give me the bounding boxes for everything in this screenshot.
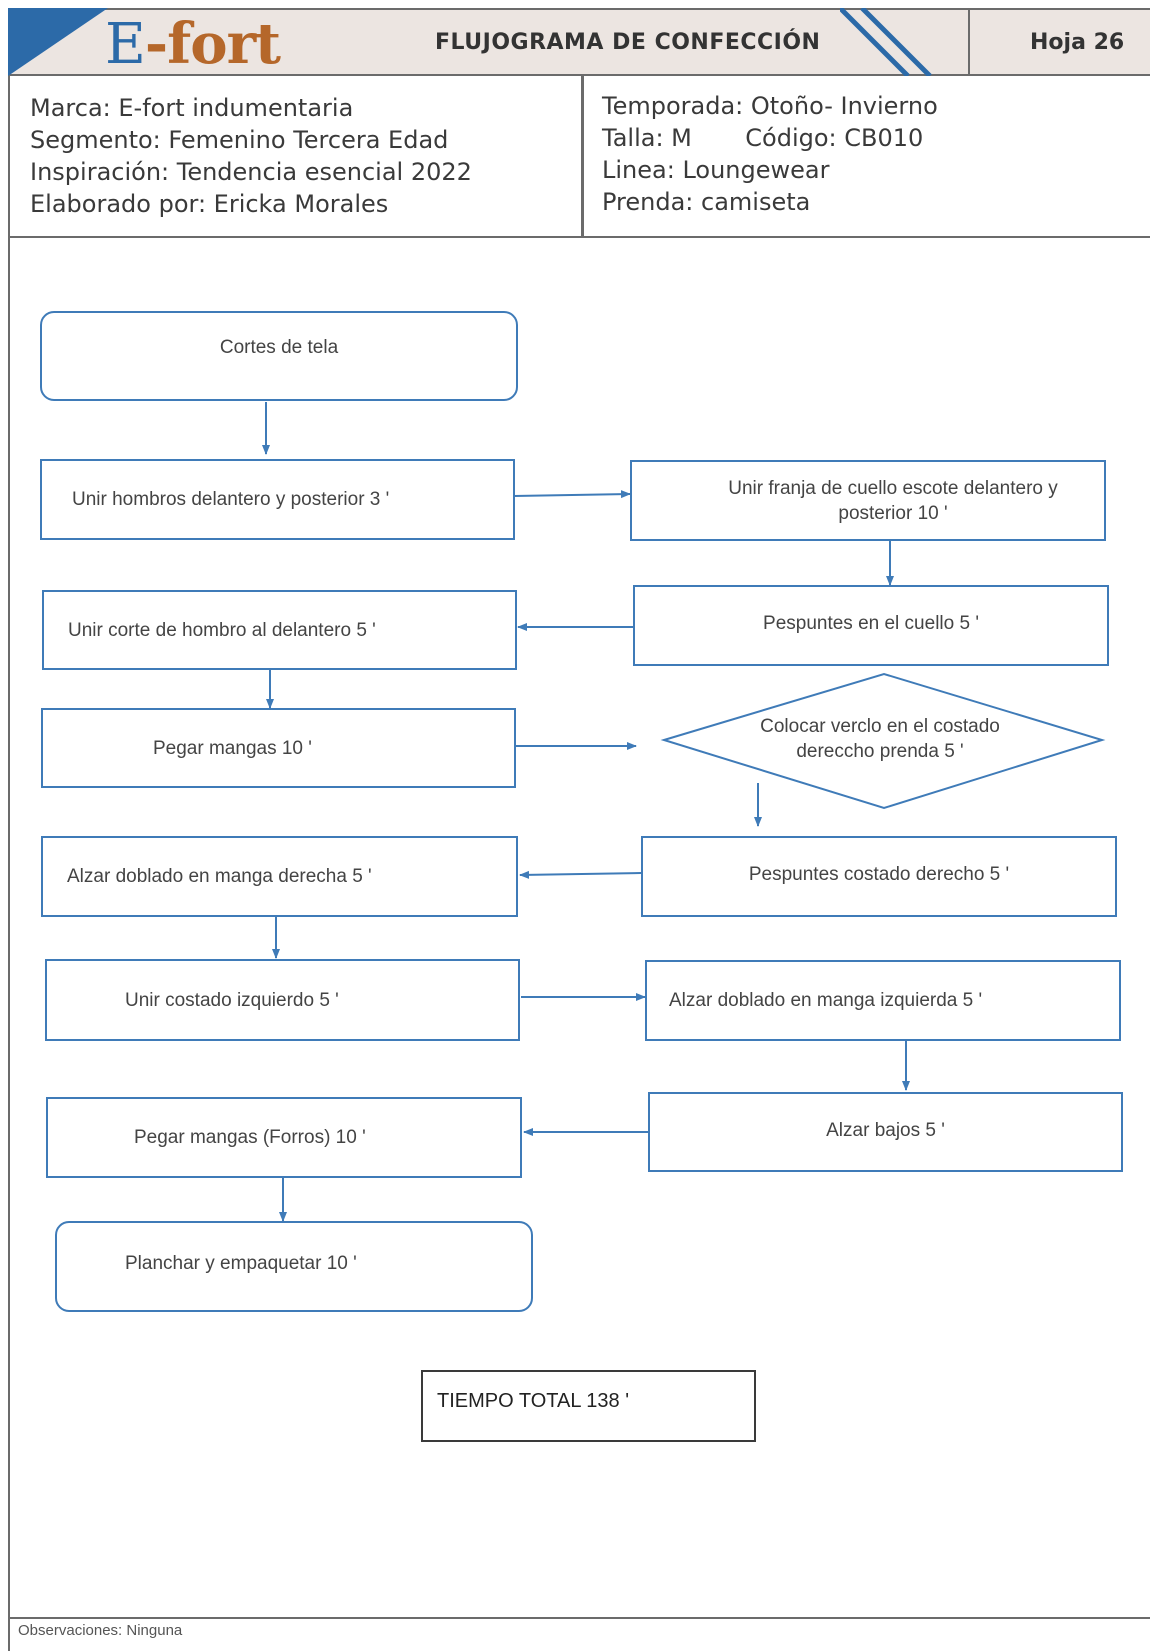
- flow-step-colocar-verclo: Colocar verclo en el costado dereccho pr…: [760, 716, 1000, 762]
- flow-step-unir-hombros: Unir hombros delantero y posterior 3 ': [40, 459, 515, 540]
- total-time-box: TIEMPO TOTAL 138 ': [421, 1370, 756, 1442]
- flow-step-cortes-de-tela: Cortes de tela: [40, 311, 518, 401]
- footer-divider: [8, 1617, 1150, 1619]
- info-line: Linea: Loungewear: [602, 156, 830, 184]
- flow-step-planchar-empaquetar: Planchar y empaquetar 10 ': [55, 1221, 533, 1312]
- info-author: Elaborado por: Ericka Morales: [30, 190, 389, 218]
- observations-text: Observaciones: Ninguna: [18, 1622, 183, 1639]
- document-title: FLUJOGRAMA DE CONFECCIÓN: [435, 30, 821, 55]
- info-inspiration: Inspiración: Tendencia esencial 2022: [30, 158, 472, 186]
- flow-step-unir-corte-hombro: Unir corte de hombro al delantero 5 ': [42, 590, 517, 670]
- flow-step-alzar-bajos: Alzar bajos 5 ': [648, 1092, 1123, 1172]
- connector-arrow: [513, 490, 631, 499]
- diagonal-stripes-icon: [840, 8, 932, 76]
- info-brand: Marca: E-fort indumentaria: [30, 94, 354, 122]
- header-divider: [968, 8, 970, 76]
- flow-step-unir-franja-cuello: Unir franja de cuello escote delantero y…: [630, 460, 1106, 541]
- header-bar: [8, 8, 1150, 76]
- info-panel-right: Temporada: Otoño- Invierno Talla: M Códi…: [584, 76, 1150, 238]
- connector-arrow: [519, 870, 642, 879]
- flow-step-unir-costado-izquierdo: Unir costado izquierdo 5 ': [45, 959, 520, 1041]
- logo-triangle-icon: [8, 8, 108, 76]
- flow-step-pegar-mangas: Pegar mangas 10 ': [41, 708, 516, 788]
- flow-step-alzar-doblado-izquierda: Alzar doblado en manga izquierda 5 ': [645, 960, 1121, 1041]
- info-garment: Prenda: camiseta: [602, 188, 811, 216]
- info-season: Temporada: Otoño- Invierno: [602, 92, 938, 120]
- info-panel-left: Marca: E-fort indumentaria Segmento: Fem…: [8, 76, 584, 238]
- sheet-number: Hoja 26: [1030, 30, 1125, 55]
- info-size-code: Talla: M Código: CB010: [602, 124, 924, 152]
- flow-step-alzar-doblado-derecha: Alzar doblado en manga derecha 5 ': [41, 836, 518, 917]
- flow-step-pespuntes-cuello: Pespuntes en el cuello 5 ': [633, 585, 1109, 666]
- logo-e: E: [105, 12, 146, 77]
- info-segment: Segmento: Femenino Tercera Edad: [30, 126, 449, 154]
- decision-diamond: [660, 672, 1106, 810]
- flow-step-pegar-mangas-forros: Pegar mangas (Forros) 10 ': [46, 1097, 522, 1178]
- logo-fort: -fort: [144, 11, 281, 77]
- brand-logo: E-fort: [105, 11, 281, 77]
- flow-step-pespuntes-costado: Pespuntes costado derecho 5 ': [641, 836, 1117, 917]
